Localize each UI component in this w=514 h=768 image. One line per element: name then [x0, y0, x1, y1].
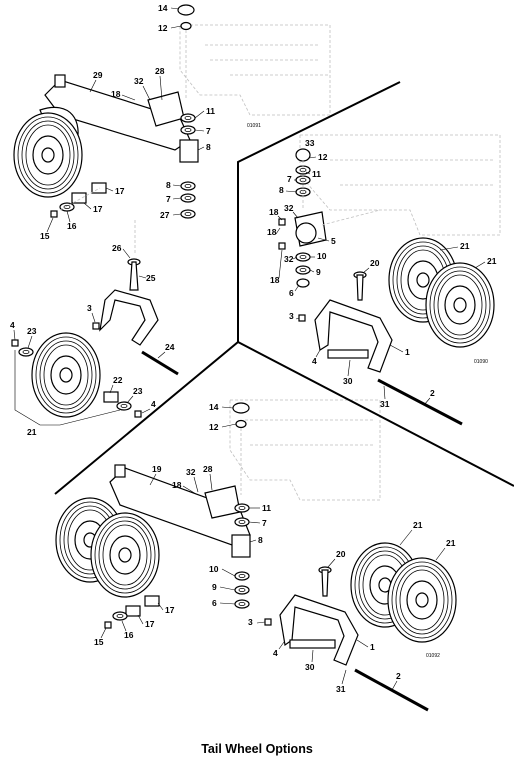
callout: 18 — [270, 275, 280, 285]
callout: 25 — [146, 273, 156, 283]
callout: 23 — [27, 326, 37, 336]
figure-id-01091: 01091 — [247, 123, 261, 129]
callout: 18 — [111, 89, 121, 99]
callout: 21 — [446, 538, 456, 548]
callout: 21 — [413, 520, 423, 530]
callout: 20 — [370, 258, 380, 268]
callout: 30 — [343, 376, 353, 386]
callout: 8 — [206, 142, 211, 152]
frame-outline-top — [179, 24, 331, 116]
callout: 9 — [212, 582, 217, 592]
callout: 4 — [273, 648, 278, 658]
svg-text:01092: 01092 — [426, 653, 440, 659]
callouts-bottom: 14 12 19 32 28 18 11 7 8 10 9 6 17 17 16… — [94, 402, 456, 694]
callout: 31 — [380, 399, 390, 409]
callout: 17 — [115, 186, 125, 196]
callout: 18 — [267, 227, 277, 237]
callout: 14 — [209, 402, 219, 412]
callout: 17 — [165, 605, 175, 615]
callout: 23 — [133, 386, 143, 396]
callout: 12 — [158, 23, 168, 33]
callout: 17 — [93, 204, 103, 214]
callout: 18 — [269, 207, 279, 217]
callout: 19 — [152, 464, 162, 474]
callout: 28 — [203, 464, 213, 474]
callout: 11 — [206, 106, 215, 116]
callout: 14 — [158, 3, 168, 13]
callout: 4 — [312, 356, 317, 366]
callout: 32 — [284, 203, 294, 213]
callout: 3 — [248, 617, 253, 627]
callout: 31 — [336, 684, 346, 694]
callout: 9 — [316, 267, 321, 277]
callout: 21 — [460, 241, 470, 251]
callout: 6 — [212, 598, 217, 608]
callout: 7 — [287, 174, 292, 184]
figure-caption: Tail Wheel Options — [201, 742, 313, 756]
frame-outline-bottom — [229, 399, 381, 501]
callout: 1 — [370, 642, 375, 652]
callout: 2 — [430, 388, 435, 398]
callout: 28 — [155, 66, 165, 76]
callout: 6 — [289, 288, 294, 298]
callout: 2 — [396, 671, 401, 681]
callout: 12 — [209, 422, 219, 432]
callout: 27 — [160, 210, 170, 220]
callouts-right: 33 12 11 7 8 32 18 18 5 32 10 9 6 18 20 … — [267, 138, 497, 409]
callout: 10 — [209, 564, 219, 574]
callout: 8 — [258, 535, 263, 545]
callout: 20 — [336, 549, 346, 559]
top-left-assembly — [11, 4, 199, 426]
callout: 12 — [318, 152, 328, 162]
callout: 16 — [67, 221, 77, 231]
callout: 4 — [151, 399, 156, 409]
callout: 18 — [172, 480, 182, 490]
callout: 33 — [305, 138, 315, 148]
callout: 24 — [165, 342, 175, 352]
callouts-top-left: 14 12 29 28 32 18 11 7 8 8 7 27 17 17 16… — [10, 3, 215, 437]
callout: 4 — [10, 320, 15, 330]
callout: 5 — [331, 236, 336, 246]
svg-text:01090: 01090 — [474, 359, 488, 365]
svg-text:01091: 01091 — [247, 123, 261, 129]
right-assembly — [278, 148, 495, 426]
callout: 7 — [262, 518, 267, 528]
callout: 15 — [94, 637, 104, 647]
callout: 21 — [487, 256, 497, 266]
callout: 11 — [262, 503, 271, 513]
callout: 7 — [206, 126, 211, 136]
callout: 30 — [305, 662, 315, 672]
figure-id-01090: 01090 — [474, 359, 488, 365]
callout: 32 — [186, 467, 196, 477]
callout: 3 — [87, 303, 92, 313]
panel-divider — [54, 81, 514, 495]
callout: 22 — [113, 375, 123, 385]
callout: 11 — [312, 169, 321, 179]
frame-outline-right — [299, 134, 501, 236]
callout: 7 — [166, 194, 171, 204]
figure-id-01092: 01092 — [426, 653, 440, 659]
callout: 29 — [93, 70, 103, 80]
callout: 32 — [134, 76, 144, 86]
callout: 16 — [124, 630, 134, 640]
callout: 17 — [145, 619, 155, 629]
callout: 15 — [40, 231, 50, 241]
callout: 8 — [279, 185, 284, 195]
callout: 3 — [289, 311, 294, 321]
callout: 32 — [284, 254, 294, 264]
callout: 26 — [112, 243, 122, 253]
callout: 21 — [27, 427, 37, 437]
callout: 10 — [317, 251, 327, 261]
bottom-assembly — [55, 402, 457, 712]
callout: 8 — [166, 180, 171, 190]
callout: 1 — [405, 347, 410, 357]
